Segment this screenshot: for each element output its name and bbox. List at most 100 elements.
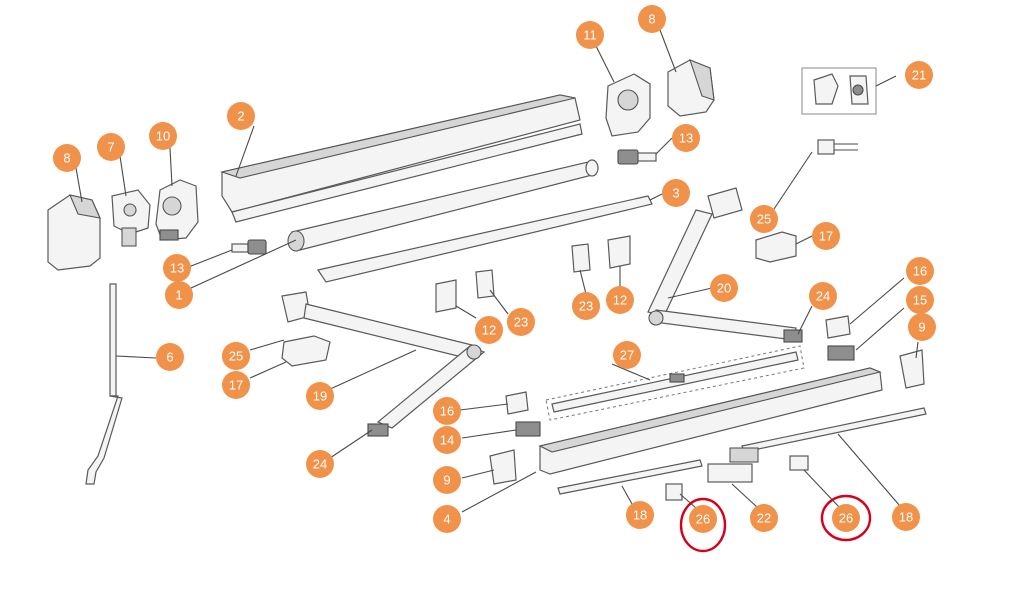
callout-badge: 11 xyxy=(576,21,604,49)
svg-text:27: 27 xyxy=(620,348,634,363)
part-arm-cover-left xyxy=(281,335,331,367)
callout-badge: 23 xyxy=(572,292,600,320)
part-block-right-lower xyxy=(827,345,855,361)
callout-badge: 22 xyxy=(750,504,778,532)
svg-text:9: 9 xyxy=(443,473,450,488)
callout-badge: 18 xyxy=(626,501,654,529)
callout-badge: 27 xyxy=(613,341,641,369)
svg-text:21: 21 xyxy=(912,68,926,83)
callout-badge: 10 xyxy=(149,122,177,150)
callout-badge: 26 xyxy=(689,505,717,533)
part-roller-tube xyxy=(287,159,599,252)
callout-badge: 25 xyxy=(222,342,250,370)
callout-badge: 16 xyxy=(906,257,934,285)
part-bracket xyxy=(111,189,151,247)
svg-text:18: 18 xyxy=(633,508,647,523)
svg-text:25: 25 xyxy=(229,349,243,364)
part-gear-box-right xyxy=(605,73,651,137)
part-detail-box xyxy=(801,67,877,115)
callout-badge: 17 xyxy=(222,371,250,399)
callout-badge: 12 xyxy=(606,286,634,314)
part-small-pin-right xyxy=(817,139,858,155)
svg-text:18: 18 xyxy=(899,510,913,525)
callout-badge: 17 xyxy=(812,222,840,250)
part-clip-left xyxy=(435,269,495,313)
svg-text:8: 8 xyxy=(648,12,655,27)
svg-text:19: 19 xyxy=(313,389,327,404)
svg-text:13: 13 xyxy=(679,131,693,146)
callout-badge: 3 xyxy=(662,179,690,207)
svg-text:23: 23 xyxy=(579,299,593,314)
part-cap-left xyxy=(489,449,517,485)
callout-badge: 23 xyxy=(507,308,535,336)
part-pin-left xyxy=(231,239,267,255)
svg-text:25: 25 xyxy=(757,212,771,227)
callout-badge: 19 xyxy=(306,382,334,410)
part-connector xyxy=(707,447,759,483)
callout-badge: 6 xyxy=(156,343,184,371)
part-arm-cover-right xyxy=(755,231,797,263)
callout-badge: 13 xyxy=(672,124,700,152)
svg-text:17: 17 xyxy=(819,229,833,244)
part-block-left-lower xyxy=(515,421,541,437)
svg-text:12: 12 xyxy=(482,323,496,338)
svg-text:17: 17 xyxy=(229,378,243,393)
part-crank-handle xyxy=(85,283,123,485)
svg-text:26: 26 xyxy=(839,511,853,526)
svg-text:9: 9 xyxy=(918,320,925,335)
svg-text:4: 4 xyxy=(443,512,450,527)
callout-badge: 24 xyxy=(809,282,837,310)
callout-badge: 25 xyxy=(750,205,778,233)
part-pin-right xyxy=(617,149,657,165)
highlight-ring xyxy=(820,494,872,542)
svg-text:22: 22 xyxy=(757,511,771,526)
part-block-right xyxy=(825,315,851,339)
callout-badge: 20 xyxy=(710,274,738,302)
svg-text:16: 16 xyxy=(440,404,454,419)
callout-badge: 18 xyxy=(892,503,920,531)
svg-text:23: 23 xyxy=(514,315,528,330)
part-arm-left xyxy=(281,291,486,437)
callout-badge: 21 xyxy=(905,61,933,89)
part-end-cap-right xyxy=(667,59,715,117)
svg-text:7: 7 xyxy=(107,140,114,155)
callout-badge: 12 xyxy=(475,316,503,344)
callout-badge: 15 xyxy=(906,286,934,314)
svg-text:8: 8 xyxy=(63,151,70,166)
callout-badge: 4 xyxy=(433,505,461,533)
callout-badge: 16 xyxy=(433,397,461,425)
callout-badge: 8 xyxy=(53,144,81,172)
callout-badge: 7 xyxy=(97,133,125,161)
callout-badge: 24 xyxy=(306,450,334,478)
part-rail-assembly xyxy=(545,345,805,421)
part-cap-right xyxy=(899,349,925,389)
callout-badge: 9 xyxy=(433,466,461,494)
leader-lines xyxy=(75,29,919,513)
callout-badge: 8 xyxy=(638,5,666,33)
svg-text:16: 16 xyxy=(913,264,927,279)
highlight-ring xyxy=(679,497,727,553)
svg-text:6: 6 xyxy=(166,350,173,365)
svg-text:26: 26 xyxy=(696,512,710,527)
part-clip-26 xyxy=(665,455,809,501)
part-housing xyxy=(219,94,583,223)
callout-badge: 9 xyxy=(908,313,936,341)
callout-badge: 2 xyxy=(227,102,255,130)
svg-text:10: 10 xyxy=(156,129,170,144)
highlight-rings xyxy=(679,494,872,553)
svg-text:20: 20 xyxy=(717,281,731,296)
part-end-cap-left xyxy=(47,194,101,271)
part-block-left xyxy=(505,391,529,415)
part-gear-box xyxy=(155,179,199,241)
callout-badge: 26 xyxy=(832,504,860,532)
svg-text:12: 12 xyxy=(613,293,627,308)
callout-badges: 1 2 3 4 6 7 8 8 9 9 10 11 12 12 13 13 14… xyxy=(53,5,936,533)
svg-text:2: 2 xyxy=(237,109,244,124)
svg-text:14: 14 xyxy=(440,433,454,448)
callout-badge: 1 xyxy=(165,281,193,309)
part-strip xyxy=(317,195,653,283)
svg-text:24: 24 xyxy=(313,457,327,472)
part-front-bar xyxy=(538,367,883,475)
callout-badge: 13 xyxy=(163,254,191,282)
svg-text:11: 11 xyxy=(583,28,597,43)
